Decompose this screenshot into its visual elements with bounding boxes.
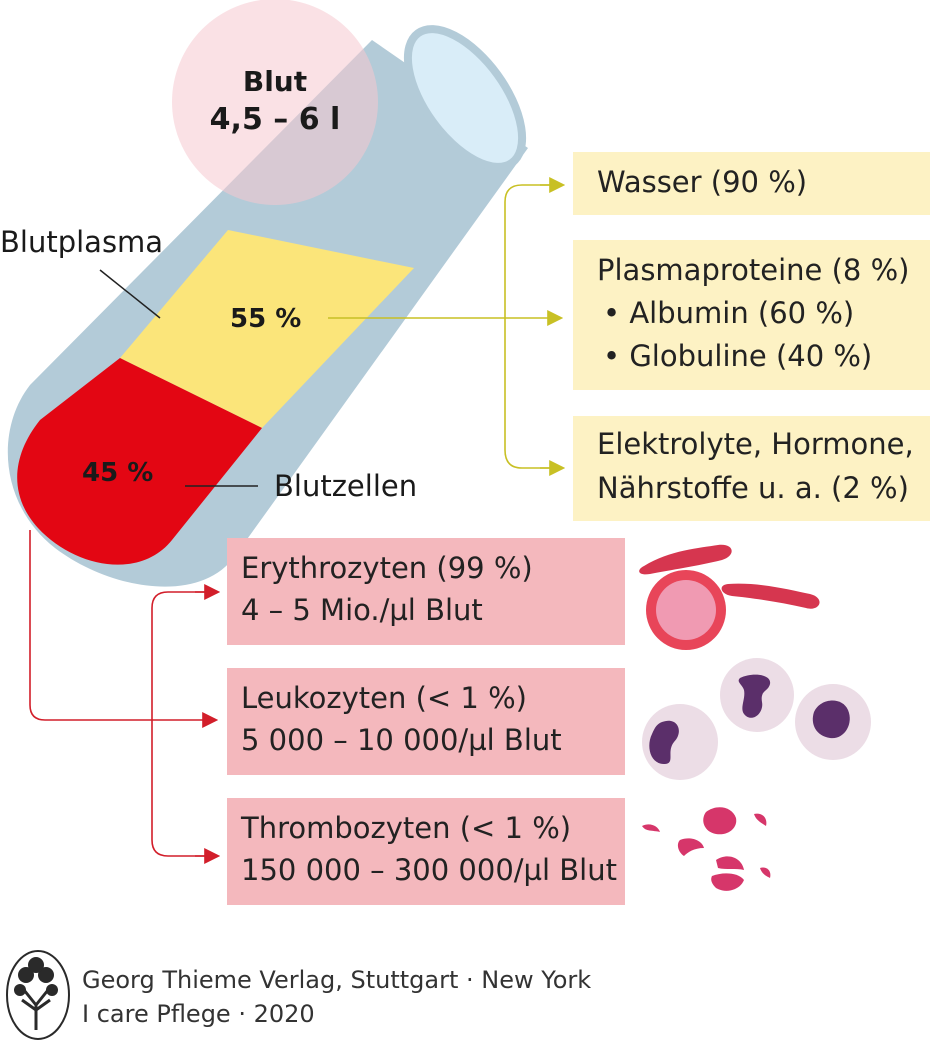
book-line: I care Pflege · 2020	[82, 1000, 315, 1028]
tube-opening	[403, 25, 527, 171]
cell-box-leukocytes: Leukozyten (< 1 %) 5 000 – 10 000/µl Blu…	[227, 668, 625, 775]
thieme-tree-logo	[6, 950, 70, 1040]
thrombocyte-icon	[642, 807, 771, 891]
leukocyte-icon	[642, 658, 871, 780]
cell-connectors	[29, 530, 221, 864]
cell-box-line: Leukozyten (< 1 %)	[241, 681, 527, 715]
cells-layer	[17, 358, 262, 565]
plasma-box-line: • Albumin (60 %)	[603, 296, 855, 330]
plasma-percent: 55 %	[230, 304, 302, 334]
erythrocyte-icon	[639, 544, 820, 650]
publisher-line: Georg Thieme Verlag, Stuttgart · New Yor…	[82, 966, 592, 994]
blood-volume-circle	[172, 0, 378, 205]
cell-box-line: 150 000 – 300 000/µl Blut	[241, 853, 617, 887]
plasma-label: Blutplasma	[0, 225, 164, 259]
cell-box-erythrocytes: Erythrozyten (99 %) 4 – 5 Mio./µl Blut	[227, 538, 625, 645]
cell-box-line: Thrombozyten (< 1 %)	[241, 811, 572, 845]
plasma-box-line: Nährstoffe u. a. (2 %)	[597, 471, 909, 505]
plasma-leader	[99, 269, 161, 319]
cell-box-line: 5 000 – 10 000/µl Blut	[241, 723, 562, 757]
cell-box-line: Erythrozyten (99 %)	[241, 551, 533, 585]
plasma-box-line: Elektrolyte, Hormone,	[597, 427, 914, 461]
blood-volume-title: Blut	[242, 65, 308, 98]
plasma-connectors	[328, 177, 566, 476]
plasma-box-line: • Globuline (40 %)	[603, 339, 873, 373]
blood-volume-amount: 4,5 – 6 l	[209, 102, 341, 137]
plasma-box-electrolytes: Elektrolyte, Hormone, Nährstoffe u. a. (…	[573, 416, 930, 521]
plasma-box-proteins: Plasmaproteine (8 %) • Albumin (60 %) • …	[573, 240, 930, 390]
test-tube	[7, 25, 528, 587]
cells-label: Blutzellen	[274, 469, 418, 503]
plasma-box-line: Plasmaproteine (8 %)	[597, 253, 910, 287]
cells-percent: 45 %	[82, 458, 154, 488]
plasma-box-line: Wasser (90 %)	[597, 165, 808, 199]
plasma-box-water: Wasser (90 %)	[573, 152, 930, 215]
cell-box-thrombocytes: Thrombozyten (< 1 %) 150 000 – 300 000/µ…	[227, 798, 625, 905]
plasma-layer	[120, 230, 414, 428]
cell-box-line: 4 – 5 Mio./µl Blut	[241, 593, 483, 627]
